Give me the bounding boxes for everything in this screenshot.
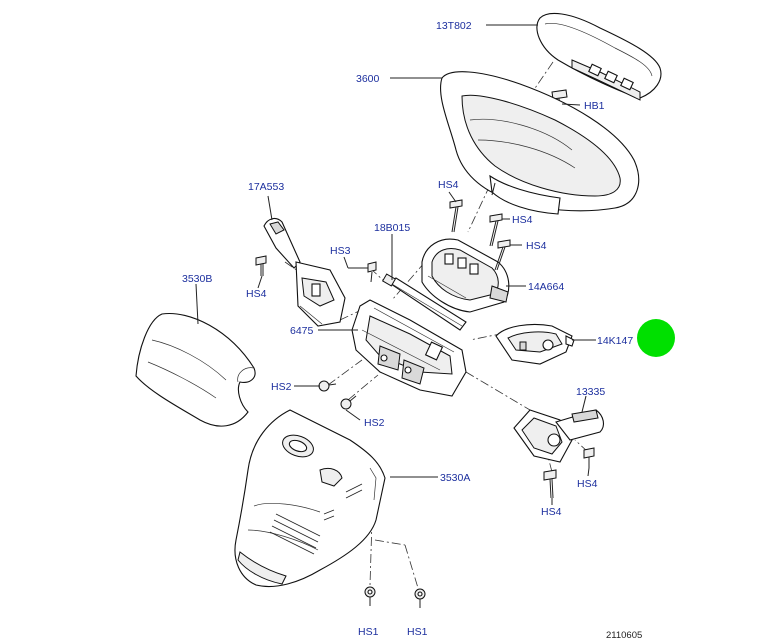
label-14a664: 14A664 [528, 281, 564, 293]
lower-shroud-part [234, 409, 386, 588]
light-switch-part [495, 323, 575, 365]
contact-plate-part [381, 273, 467, 331]
screw-hs4-left-part [255, 255, 267, 276]
airbag-module-part [536, 12, 662, 101]
reference-number: 2110605 [606, 630, 642, 639]
label-hs4-top: HS4 [438, 179, 459, 191]
label-13335: 13335 [576, 386, 605, 398]
callout-labels: 13T802 3600 HB1 17A553 HS4 HS4 18B015 HS… [182, 20, 642, 639]
label-hs4-right: HS4 [526, 240, 547, 252]
label-hs1-left: HS1 [358, 626, 379, 638]
label-17a553: 17A553 [248, 181, 284, 193]
steering-wheel-part [440, 71, 640, 215]
shroud-vent-hatch [269, 483, 363, 555]
ignition-switch-part [513, 409, 605, 463]
label-6475: 6475 [290, 325, 314, 337]
label-hb1: HB1 [584, 100, 605, 112]
label-18b015: 18B015 [374, 222, 410, 234]
label-3530b: 3530B [182, 273, 212, 285]
label-13t802: 13T802 [436, 20, 472, 32]
screw-hs4-group-upper [449, 199, 511, 271]
label-hs1-right: HS1 [407, 626, 428, 638]
label-hs4-left: HS4 [246, 288, 267, 300]
label-hs4-lower-right: HS4 [577, 478, 598, 490]
wiper-switch-part [263, 217, 346, 327]
label-hs3: HS3 [330, 245, 351, 257]
clock-spring-part [421, 238, 510, 313]
screw-hs4-group-lower [543, 447, 595, 499]
label-3530a: 3530A [440, 472, 470, 484]
label-14k147: 14K147 [597, 335, 633, 347]
label-hs2-left: HS2 [271, 381, 292, 393]
label-hs2-lower: HS2 [364, 417, 385, 429]
label-hs4-bottom: HS4 [541, 506, 562, 518]
upper-shroud-part [135, 312, 256, 427]
steering-column-part [351, 299, 467, 397]
screw-hs3-part [367, 261, 377, 283]
highlight-marker [637, 319, 675, 357]
label-3600: 3600 [356, 73, 380, 85]
screw-hs2-group [318, 380, 357, 410]
leader-lines [195, 24, 596, 505]
label-hs4-mid: HS4 [512, 214, 533, 226]
screw-hs1-group [364, 586, 426, 608]
